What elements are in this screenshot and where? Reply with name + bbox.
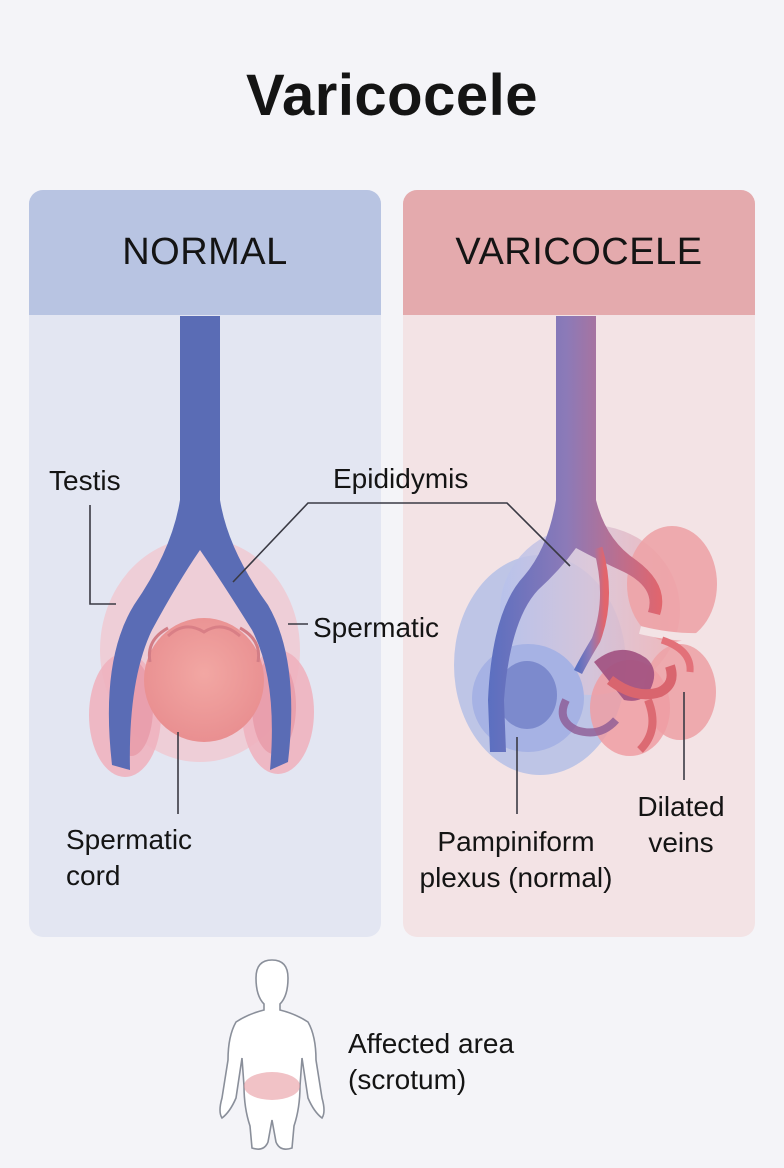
normal-veins: [108, 316, 292, 770]
spermatic-label: Spermatic: [313, 612, 440, 643]
page-title: Varicocele: [246, 63, 538, 128]
normal-testis: [144, 618, 264, 742]
dilated-veins: [488, 316, 694, 753]
leader-lines: [89, 502, 685, 814]
normal-panel-heading: NORMAL: [29, 190, 381, 315]
epididymis-label: Epididymis: [333, 463, 469, 494]
pampiniform-plexus-label: Pampiniform plexus (normal): [419, 826, 613, 893]
varicocele-panel-heading: VARICOCELE: [403, 190, 755, 315]
testis-label: Testis: [49, 465, 121, 496]
affected-area-label: Affected area (scrotum): [348, 1028, 515, 1095]
spermatic-cord-label: Spermatic cord: [66, 824, 193, 891]
body-silhouette-icon: [219, 959, 325, 1150]
dilated-veins-label: Dilated veins: [637, 791, 725, 858]
